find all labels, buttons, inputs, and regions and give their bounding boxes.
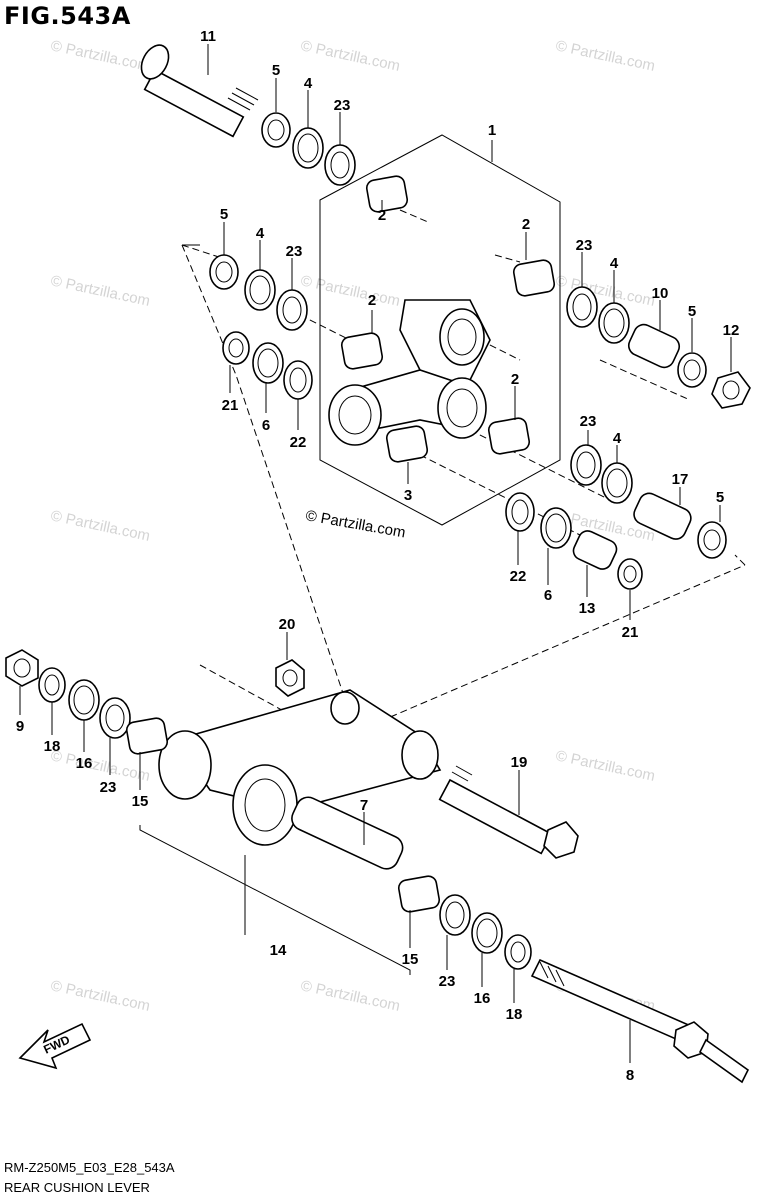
watermark: © Partzilla.com — [49, 977, 151, 1015]
lower-right-stack — [397, 875, 532, 970]
watermark: © Partzilla.com — [554, 747, 656, 785]
callout-2: 2 — [378, 207, 386, 224]
bolt-8 — [530, 958, 750, 1084]
callout-16: 16 — [474, 990, 491, 1007]
callout-5: 5 — [220, 206, 228, 223]
figure-name: REAR CUSHION LEVER — [4, 1180, 150, 1195]
callout-23: 23 — [576, 237, 593, 254]
callout-23: 23 — [100, 779, 117, 796]
callout-14: 14 — [270, 942, 287, 959]
callout-20: 20 — [279, 616, 296, 633]
callout-10: 10 — [652, 285, 669, 302]
needle-bearings — [340, 175, 556, 463]
watermark: © Partzilla.com — [299, 37, 401, 75]
leader-lines — [19, 44, 732, 1063]
watermark: © Partzilla.com — [299, 977, 401, 1015]
callout-2: 2 — [522, 216, 530, 233]
cushion-lever-1 — [328, 299, 491, 446]
callout-4: 4 — [610, 255, 619, 272]
lever-group-outline — [319, 134, 561, 526]
bolt-11 — [140, 44, 259, 138]
callout-2: 2 — [368, 292, 376, 309]
copyright-label: © Partzilla.com — [304, 507, 406, 541]
callout-4: 4 — [613, 430, 622, 447]
fwd-arrow: FWD — [18, 1022, 92, 1070]
callout-9: 9 — [16, 718, 24, 735]
callout-23: 23 — [334, 97, 351, 114]
left-washer-stack — [209, 254, 313, 400]
callout-22: 22 — [290, 434, 307, 451]
figure-title: FIG.543A — [4, 2, 131, 30]
callout-17: 17 — [672, 471, 689, 488]
callout-7: 7 — [360, 797, 368, 814]
callout-1: 1 — [488, 122, 496, 139]
callout-18: 18 — [506, 1006, 523, 1023]
callout-15: 15 — [132, 793, 149, 810]
top-washer-stack — [261, 112, 356, 186]
callout-5: 5 — [688, 303, 696, 320]
right-lower-stack — [505, 444, 727, 590]
nut-20 — [275, 659, 305, 697]
callout-5: 5 — [272, 62, 280, 79]
callout-21: 21 — [222, 397, 239, 414]
callout-4: 4 — [256, 225, 265, 242]
watermark: © Partzilla.com — [49, 507, 151, 545]
watermark: © Partzilla.com — [49, 272, 151, 310]
callout-23: 23 — [580, 413, 597, 430]
bolt-19 — [438, 765, 579, 859]
watermark: © Partzilla.com — [554, 37, 656, 75]
callout-21: 21 — [622, 624, 639, 641]
left-lower-stack — [5, 649, 169, 755]
callout-23: 23 — [286, 243, 303, 260]
watermark: © Partzilla.com — [299, 272, 401, 310]
callout-12: 12 — [723, 322, 740, 339]
callout-16: 16 — [76, 755, 93, 772]
callout-6: 6 — [262, 417, 270, 434]
callout-numbers: 11 5 4 23 1 2 5 4 23 2 23 4 10 5 12 2 2 … — [16, 28, 740, 1084]
callout-2: 2 — [511, 371, 519, 388]
figure-code: RM-Z250M5_E03_E28_543A — [4, 1160, 175, 1175]
callout-3: 3 — [404, 487, 412, 504]
callout-11: 11 — [200, 28, 216, 45]
cushion-rod-14 — [158, 689, 442, 870]
callout-23: 23 — [439, 973, 456, 990]
callout-22: 22 — [510, 568, 527, 585]
callout-4: 4 — [304, 75, 313, 92]
callout-13: 13 — [579, 600, 596, 617]
watermark: © Partzilla.com — [49, 37, 151, 75]
callout-8: 8 — [626, 1067, 634, 1084]
callout-18: 18 — [44, 738, 61, 755]
right-upper-stack — [566, 286, 751, 409]
callout-6: 6 — [544, 587, 552, 604]
callout-5: 5 — [716, 489, 724, 506]
bracket-14 — [139, 825, 411, 975]
callout-15: 15 — [402, 951, 419, 968]
callout-19: 19 — [511, 754, 528, 771]
